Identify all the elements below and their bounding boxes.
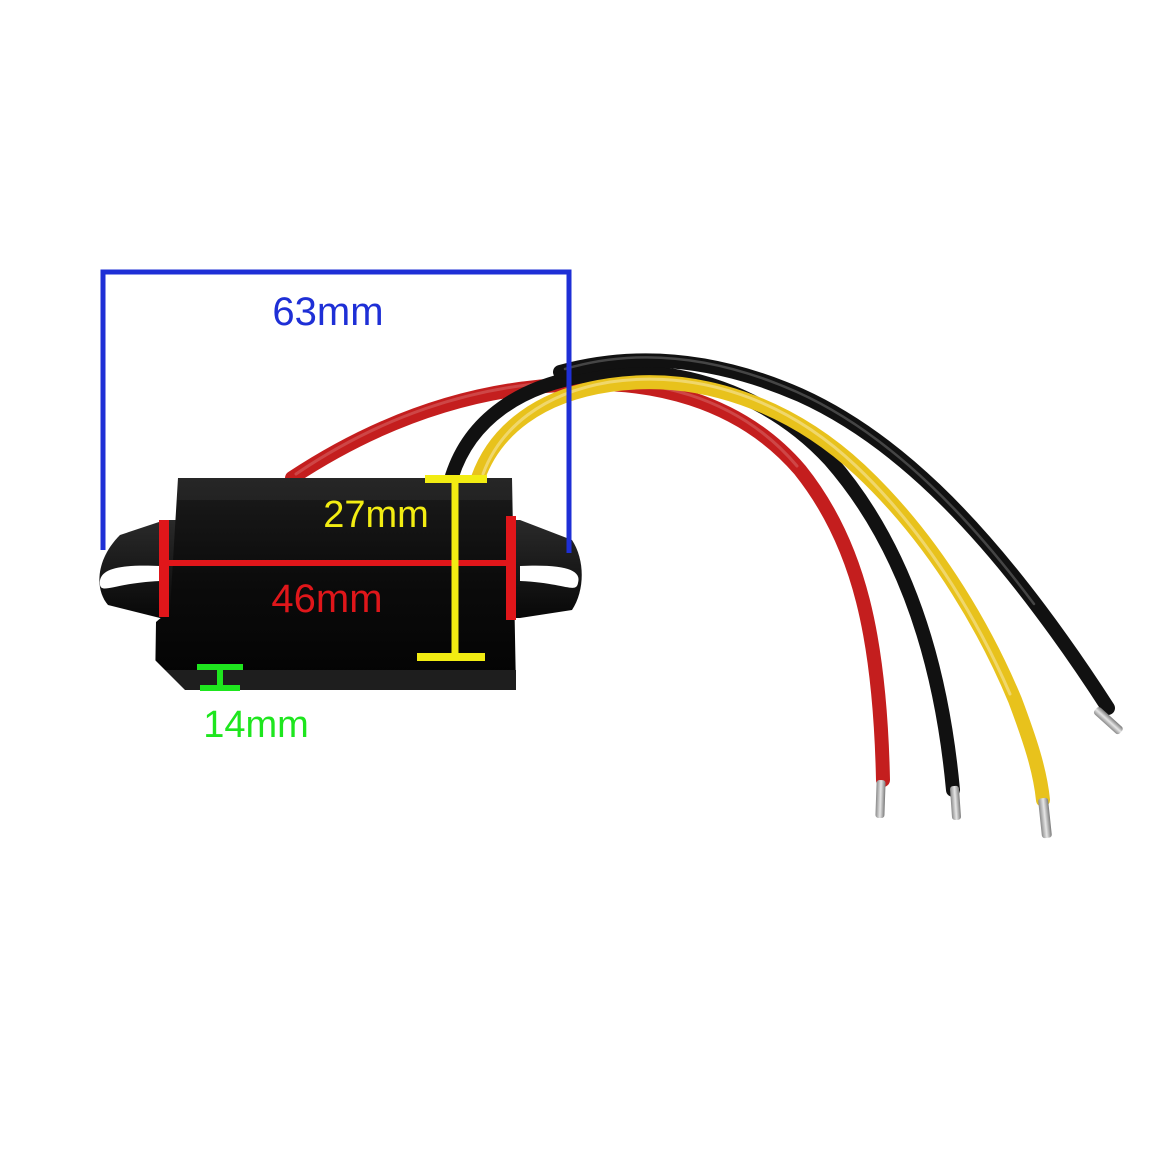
dimension-27mm-label: 27mm	[323, 494, 429, 536]
wire-pins	[875, 707, 1123, 839]
dimension-14mm: 14mm	[197, 664, 309, 746]
left-mounting-slot	[99, 565, 160, 589]
module-body	[155, 478, 516, 690]
dimension-46mm-label: 46mm	[271, 577, 382, 621]
converter-module	[99, 478, 582, 690]
right-mounting-slot	[520, 565, 579, 588]
dimension-27mm: 27mm	[323, 475, 487, 661]
wire-yellow	[471, 375, 1050, 807]
dimension-63mm: 63mm	[100, 269, 572, 553]
dimension-14mm-label: 14mm	[203, 704, 309, 746]
dimension-63mm-label: 63mm	[272, 290, 383, 334]
